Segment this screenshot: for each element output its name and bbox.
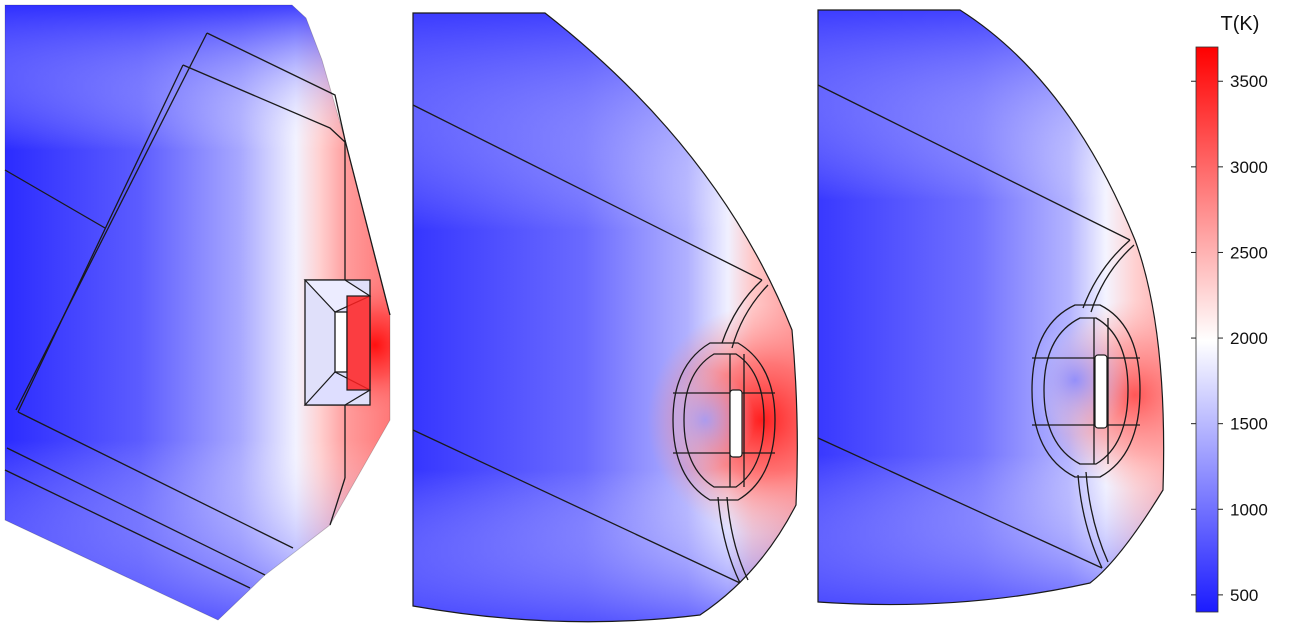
colorbar-tick-label: 1500: [1230, 415, 1268, 434]
mesh-lines-right: [817, 84, 1135, 569]
panel-right: [817, 9, 1165, 606]
colorbar-tick-label: 2500: [1230, 243, 1268, 262]
colorbar-tick-label: 2000: [1230, 329, 1268, 348]
colorbar-tick-label: 1000: [1230, 500, 1268, 519]
colorbar: T(K) 500 1000 1500 2000 2500 3000 3500: [1191, 13, 1268, 613]
cavity-frustum-left: [303, 279, 372, 406]
mesh-lines-left: [4, 32, 391, 589]
panel-middle: [412, 12, 798, 623]
mesh-lines-middle: [412, 104, 769, 584]
colorbar-gradient: [1195, 46, 1219, 613]
colorbar-tick-label: 3500: [1230, 72, 1268, 91]
colorbar-tick-label: 500: [1230, 586, 1258, 605]
cavity-capsule-middle: [672, 342, 776, 501]
colorbar-tick-label: 3000: [1230, 158, 1268, 177]
cavity-capsule-right: [1031, 304, 1141, 478]
colorbar-title: T(K): [1221, 13, 1260, 35]
colorbar-ticks: 500 1000 1500 2000 2500 3000 3500: [1191, 72, 1268, 605]
panel-left: [4, 4, 391, 621]
